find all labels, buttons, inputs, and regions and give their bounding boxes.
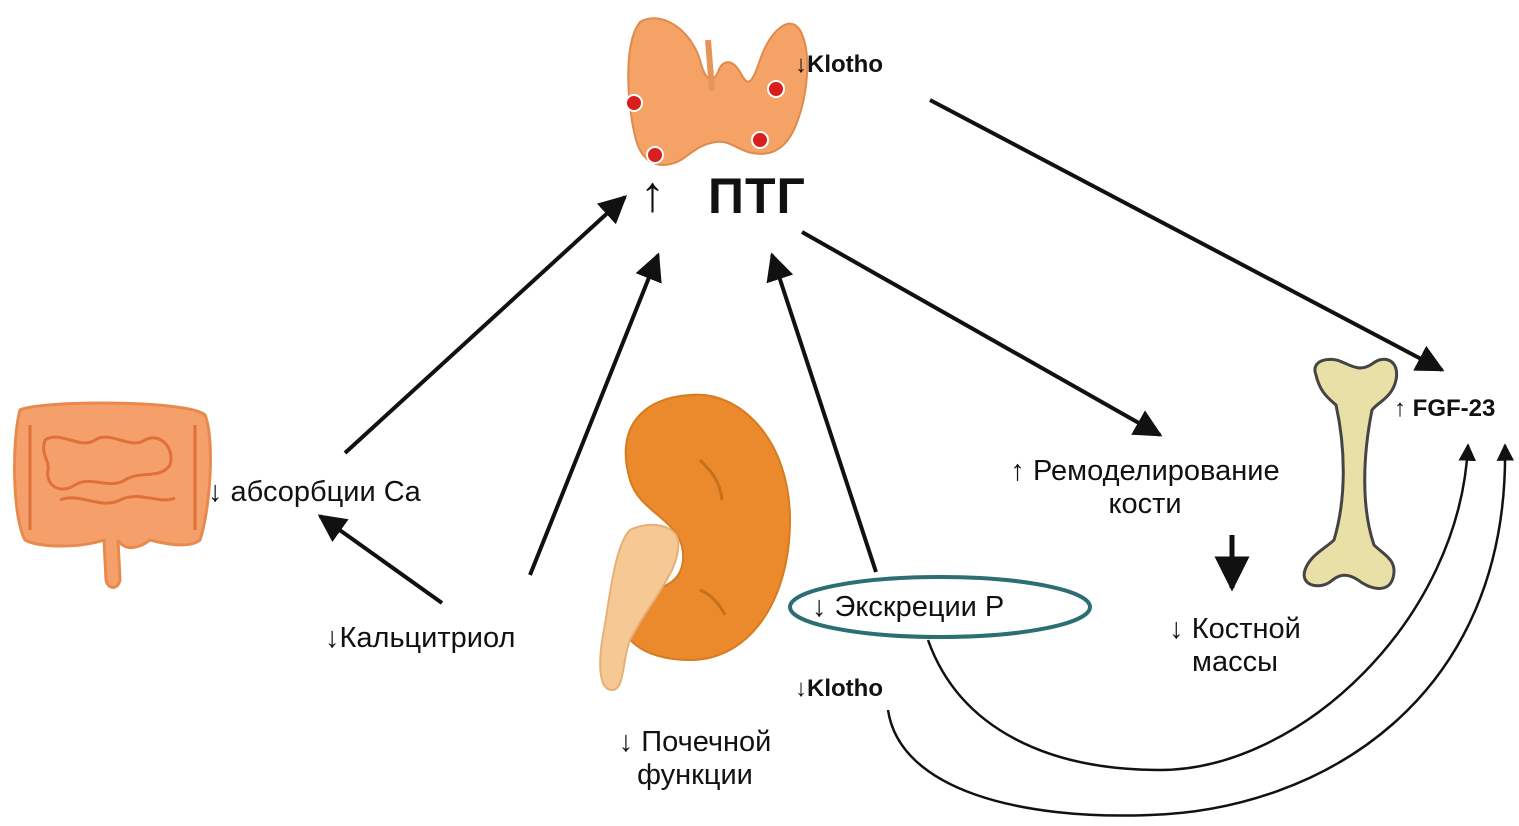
ca-absorption-label: ↓ абсорбции Ca: [208, 476, 421, 509]
remodeling-label: ↑ Ремоделирование кости: [960, 455, 1330, 521]
calcitriol-label: ↓Кальцитриол: [325, 622, 515, 655]
intestine-icon: [15, 403, 211, 587]
arrow-calcitriol-to-intestine: [320, 516, 442, 603]
renal-function-label: ↓ Почечной функции: [575, 726, 815, 792]
parathyroid-gland-icon: [626, 18, 807, 165]
remodeling-line2: кости: [960, 488, 1330, 521]
arrow-intestine-to-ptg: [345, 197, 625, 453]
kidney-icon: [600, 395, 790, 690]
ptg-up-arrow: ↑: [640, 178, 666, 211]
bone-mass-line2: массы: [1120, 646, 1350, 679]
remodeling-line1: ↑ Ремоделирование: [960, 455, 1330, 488]
ptg-title: ПТГ: [708, 180, 806, 213]
fgf23-label: ↑ FGF-23: [1394, 392, 1495, 425]
renal-line1: ↓ Почечной: [575, 726, 815, 759]
bone-mass-line1: ↓ Костной: [1120, 613, 1350, 646]
arrow-ptg-to-remodeling: [802, 232, 1160, 435]
arrow-thyroid-to-fgf23: [930, 100, 1442, 370]
klotho-top-label: ↓Klotho: [795, 48, 883, 81]
bone-mass-label: ↓ Костной массы: [1120, 613, 1350, 679]
klotho-kidney-label: ↓Klotho: [795, 672, 883, 705]
p-excretion-label: ↓ Экскреции P: [812, 591, 1004, 624]
renal-line2: функции: [575, 759, 815, 792]
